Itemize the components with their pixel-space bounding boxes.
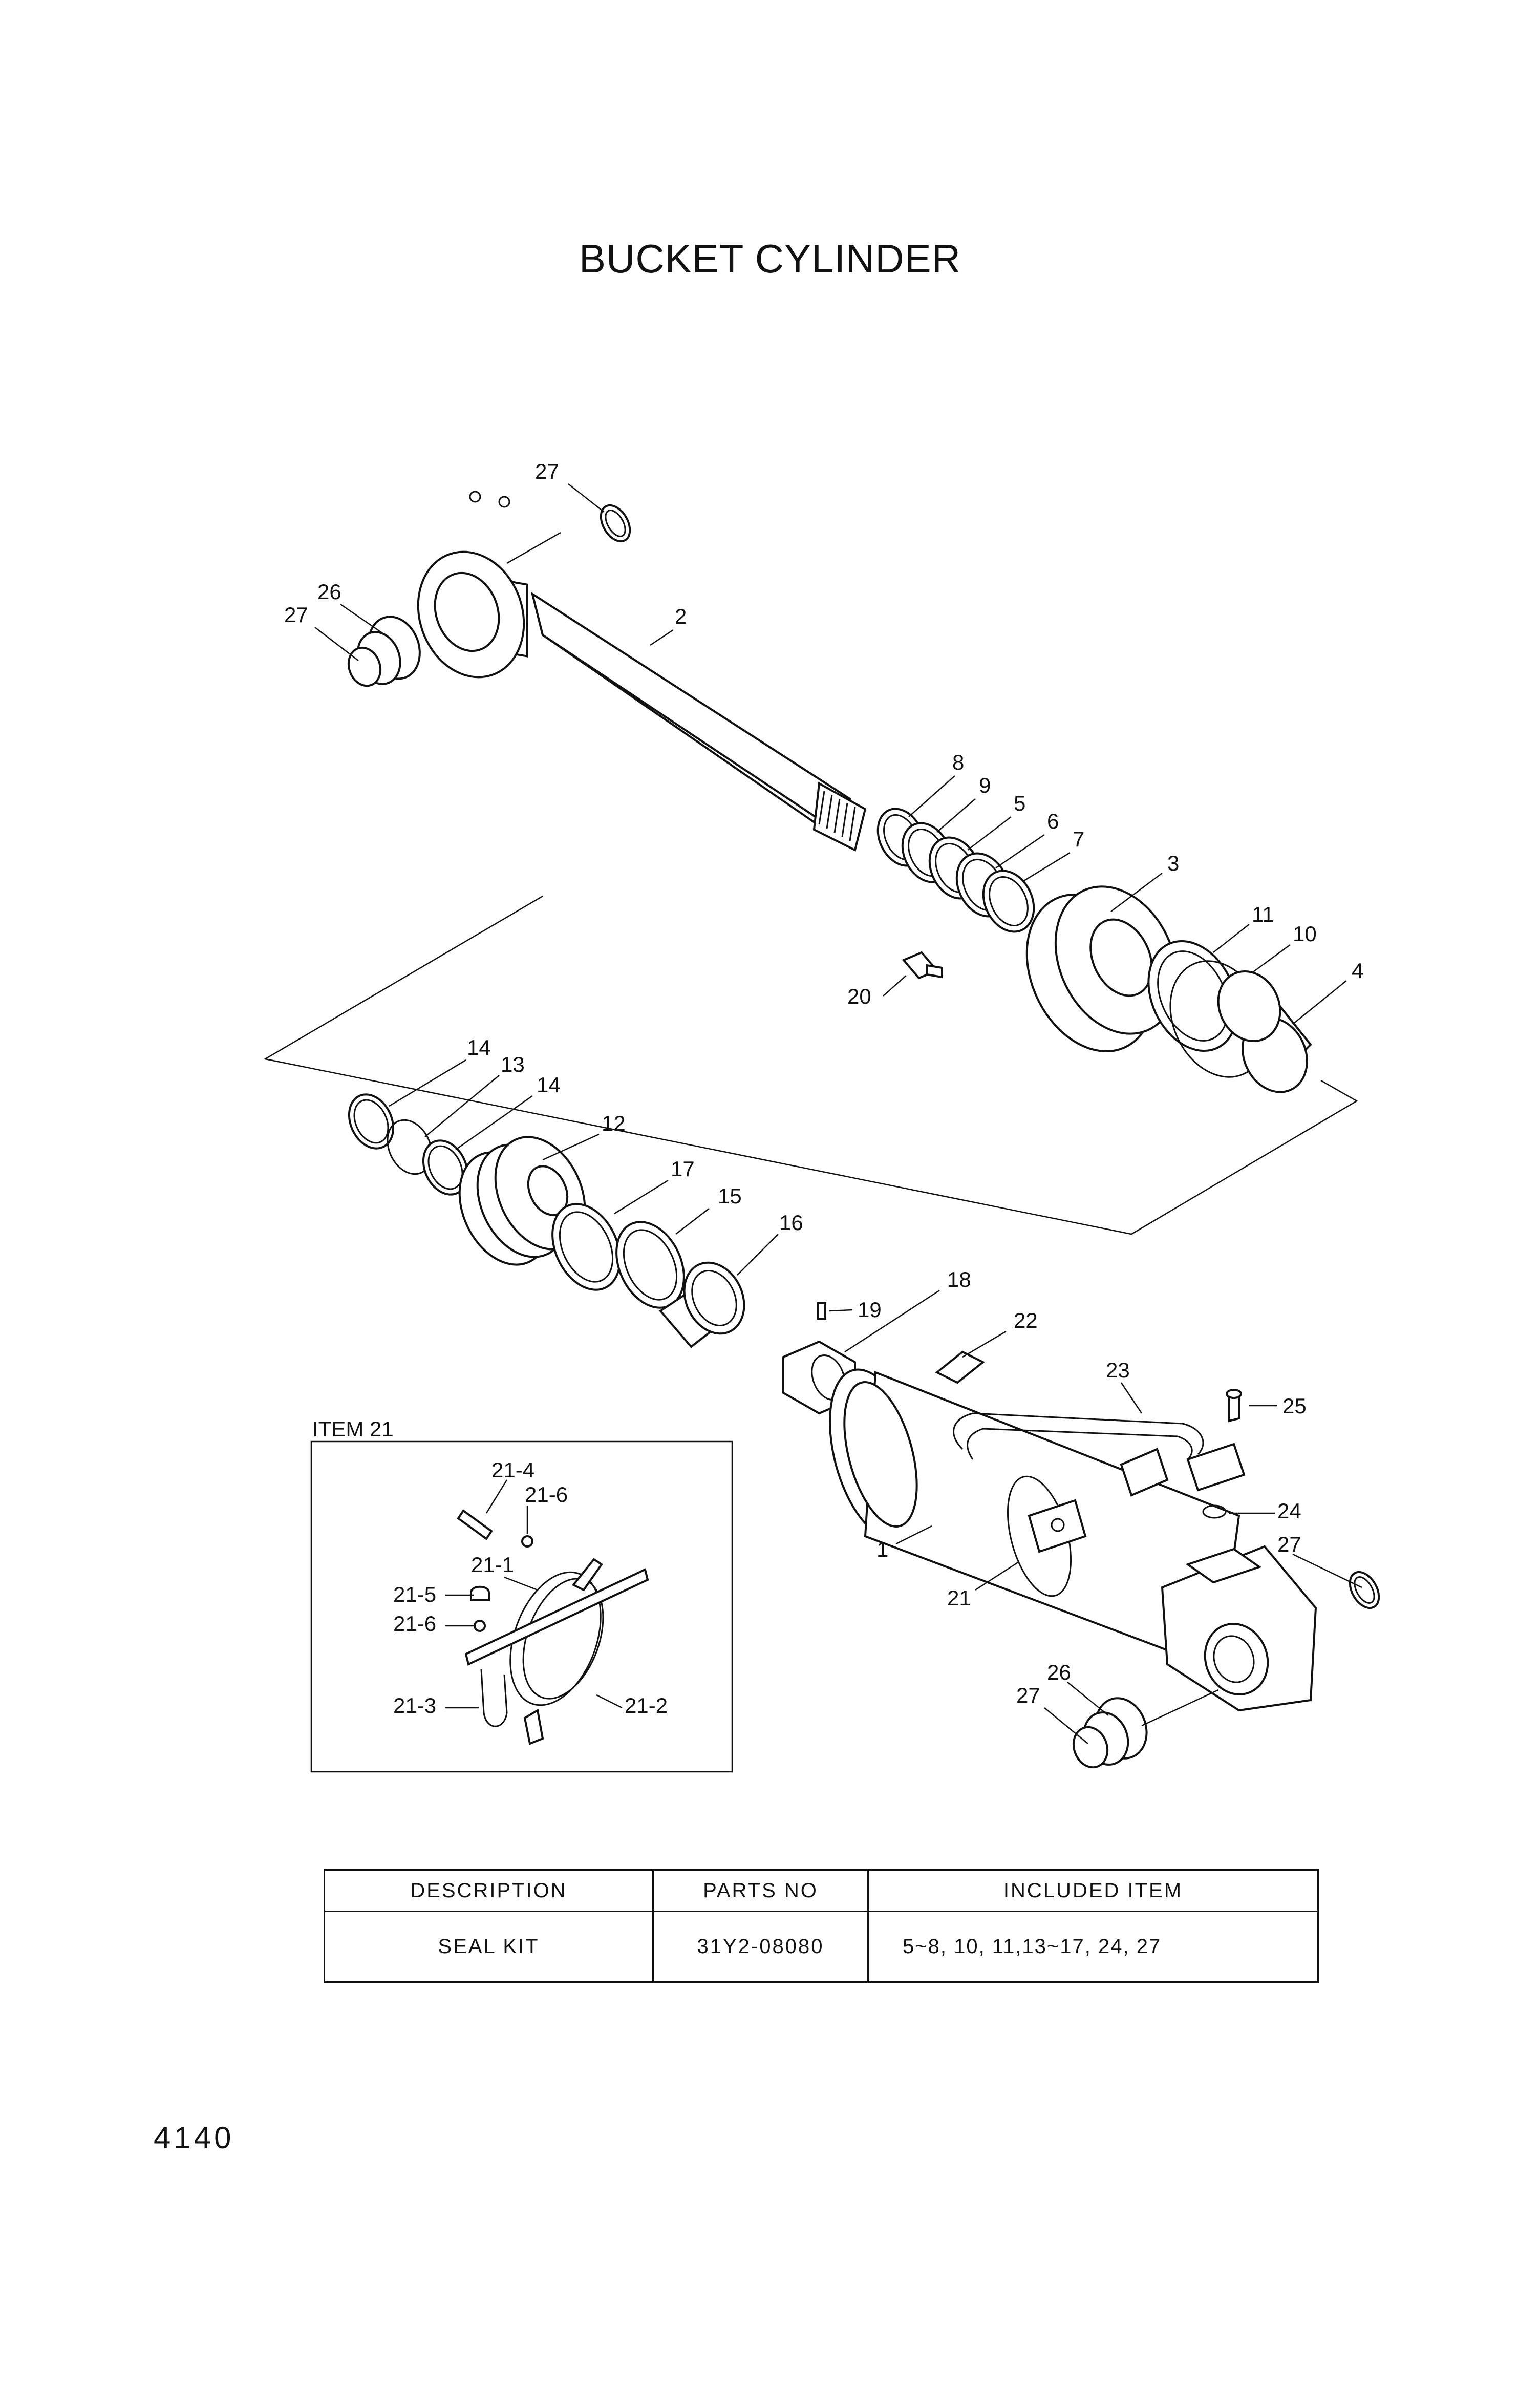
cell-parts-no: 31Y2-08080 bbox=[654, 1911, 869, 1983]
inset-label-21-1: 21-1 bbox=[471, 1553, 514, 1577]
callout-27-top: 27 bbox=[535, 459, 559, 483]
callout-22: 22 bbox=[1014, 1308, 1038, 1332]
callout-24: 24 bbox=[1277, 1499, 1301, 1523]
callout-4: 4 bbox=[1352, 959, 1363, 983]
cell-description: SEAL KIT bbox=[325, 1911, 654, 1983]
callout-11: 11 bbox=[1252, 902, 1274, 926]
callout-5: 5 bbox=[1014, 791, 1025, 815]
callout-27-rod: 27 bbox=[284, 603, 308, 627]
page-title: BUCKET CYLINDER bbox=[579, 236, 961, 281]
callout-13: 13 bbox=[501, 1052, 525, 1076]
item-21-inset: ITEM 21 bbox=[310, 1417, 733, 1773]
tube-bushing bbox=[1072, 1697, 1148, 1769]
inset-label-21-5: 21-5 bbox=[393, 1582, 436, 1606]
callout-10: 10 bbox=[1293, 922, 1317, 946]
cover-bushing bbox=[1217, 970, 1312, 1093]
header-parts-no: PARTS NO bbox=[654, 1871, 869, 1911]
callout-3: 3 bbox=[1167, 851, 1179, 875]
inset-label-21-6-b: 21-6 bbox=[393, 1612, 436, 1636]
callout-labels: 27 26 27 2 8 9 5 6 7 3 11 10 4 20 14 13 … bbox=[284, 459, 1363, 1707]
wear-rings bbox=[551, 1203, 685, 1309]
inset-title: ITEM 21 bbox=[312, 1417, 394, 1441]
callout-6: 6 bbox=[1047, 809, 1059, 833]
header-included-item: INCLUDED ITEM bbox=[1003, 1879, 1183, 1902]
callout-20: 20 bbox=[847, 984, 871, 1008]
callout-26-rod: 26 bbox=[317, 580, 341, 604]
rod-dust-seal bbox=[600, 504, 631, 543]
table-row: SEAL KIT 31Y2-08080 5~8, 10, 11,13~17, 2… bbox=[325, 1911, 1317, 1983]
inset-label-21-2: 21-2 bbox=[625, 1693, 668, 1718]
flange-bolt-oring bbox=[1202, 1389, 1242, 1519]
callout-27-tube-b: 27 bbox=[1016, 1683, 1040, 1707]
callout-23: 23 bbox=[1106, 1358, 1130, 1382]
rod-bushing bbox=[347, 616, 421, 687]
inset-label-21-3: 21-3 bbox=[393, 1693, 436, 1718]
leader-lines bbox=[314, 483, 1362, 1744]
rod-cover bbox=[1025, 885, 1178, 1052]
callout-18: 18 bbox=[947, 1267, 971, 1291]
header-description: DESCRIPTION bbox=[325, 1871, 654, 1911]
seal-kit-table: DESCRIPTION PARTS NO INCLUDED ITEM SEAL … bbox=[324, 1869, 1319, 1983]
inset-leaders bbox=[445, 1479, 623, 1709]
callout-15: 15 bbox=[718, 1184, 742, 1208]
cushion-ring bbox=[659, 1261, 745, 1348]
callout-27-tube: 27 bbox=[1277, 1532, 1301, 1556]
cover-rings bbox=[1147, 940, 1268, 1078]
callout-16: 16 bbox=[779, 1211, 803, 1235]
rod-seal-rings bbox=[876, 808, 1035, 933]
callout-25: 25 bbox=[1282, 1394, 1307, 1418]
callout-7: 7 bbox=[1073, 827, 1084, 851]
table-header-row: DESCRIPTION PARTS NO INCLUDED ITEM bbox=[325, 1871, 1317, 1912]
piston-rod bbox=[417, 491, 867, 852]
callout-8: 8 bbox=[952, 750, 964, 774]
cell-included-item: 5~8, 10, 11,13~17, 24, 27 bbox=[903, 1935, 1162, 1958]
tube-clamp bbox=[1007, 1475, 1087, 1597]
cover-bolt bbox=[902, 951, 943, 980]
callout-19: 19 bbox=[858, 1298, 882, 1322]
callout-14-b: 14 bbox=[537, 1073, 561, 1097]
callout-9: 9 bbox=[979, 773, 991, 797]
tube-dust-seal bbox=[1349, 1571, 1380, 1609]
inset-labels: 21-4 21-6 21-1 21-5 21-6 21-3 21-2 bbox=[393, 1458, 668, 1718]
callout-12: 12 bbox=[602, 1111, 626, 1135]
callout-1: 1 bbox=[876, 1537, 888, 1561]
callout-2: 2 bbox=[675, 604, 687, 628]
page-number: 4140 bbox=[154, 2121, 234, 2155]
callout-26-tube: 26 bbox=[1047, 1660, 1071, 1684]
piston-seal-rings bbox=[348, 1093, 469, 1196]
callout-21: 21 bbox=[947, 1586, 971, 1610]
callout-14-a: 14 bbox=[467, 1035, 491, 1059]
hydraulic-pipe bbox=[953, 1412, 1246, 1497]
callout-17: 17 bbox=[671, 1157, 695, 1181]
inset-label-21-4: 21-4 bbox=[491, 1458, 534, 1482]
assembly-bracket bbox=[263, 895, 1358, 1235]
inset-label-21-6-a: 21-6 bbox=[525, 1482, 568, 1507]
